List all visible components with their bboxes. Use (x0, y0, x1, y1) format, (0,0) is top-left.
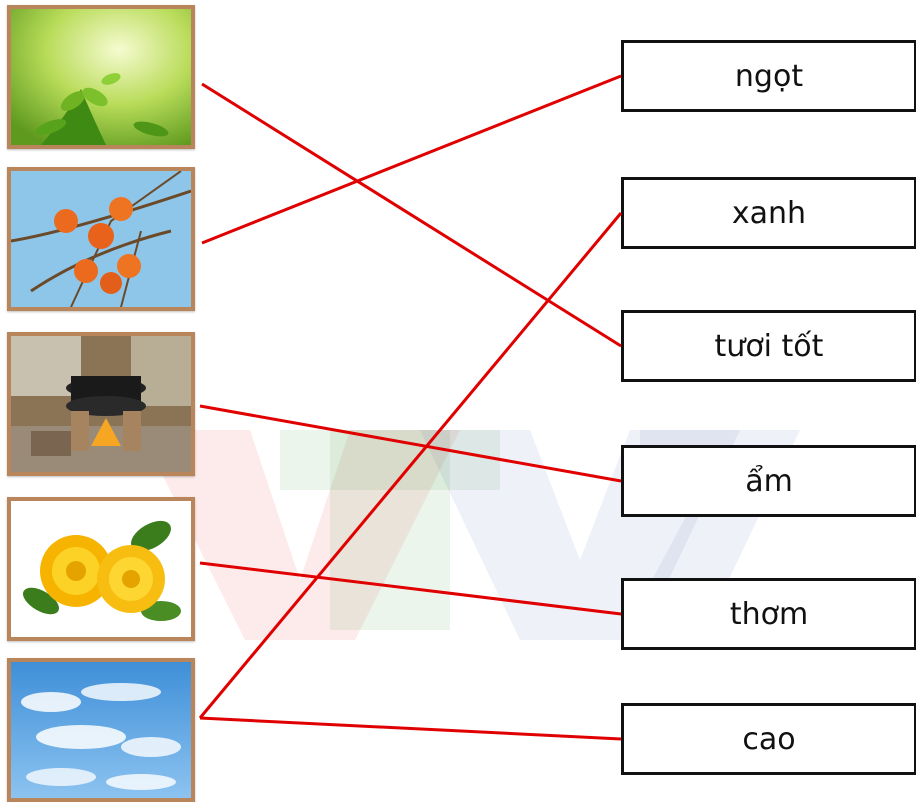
picture-young-leaves[interactable] (7, 5, 195, 149)
word-box-tuoi-tot[interactable]: tươi tốt (621, 310, 916, 382)
word-label: cao (742, 721, 796, 757)
word-label: xanh (731, 195, 807, 231)
word-label: ẩm (745, 463, 793, 499)
word-box-am[interactable]: ẩm (621, 445, 916, 517)
yellow-chrysanthemum-icon (11, 501, 191, 637)
word-box-xanh[interactable]: xanh (621, 177, 916, 249)
picture-blue-sky[interactable] (7, 658, 195, 802)
word-label: ngọt (734, 58, 804, 94)
clay-pot-stove-icon (11, 336, 191, 472)
picture-chrysanthemum[interactable] (7, 497, 195, 641)
word-box-thom[interactable]: thơm (621, 578, 916, 650)
picture-clay-pot-stove[interactable] (7, 332, 195, 476)
persimmon-fruit-icon (11, 171, 191, 307)
word-label: thơm (729, 596, 809, 632)
word-label: tươi tốt (714, 328, 824, 364)
word-box-cao[interactable]: cao (621, 703, 916, 775)
young-leaves-icon (11, 9, 191, 145)
picture-persimmon[interactable] (7, 167, 195, 311)
word-box-ngot[interactable]: ngọt (621, 40, 916, 112)
blue-sky-clouds-icon (11, 662, 191, 798)
